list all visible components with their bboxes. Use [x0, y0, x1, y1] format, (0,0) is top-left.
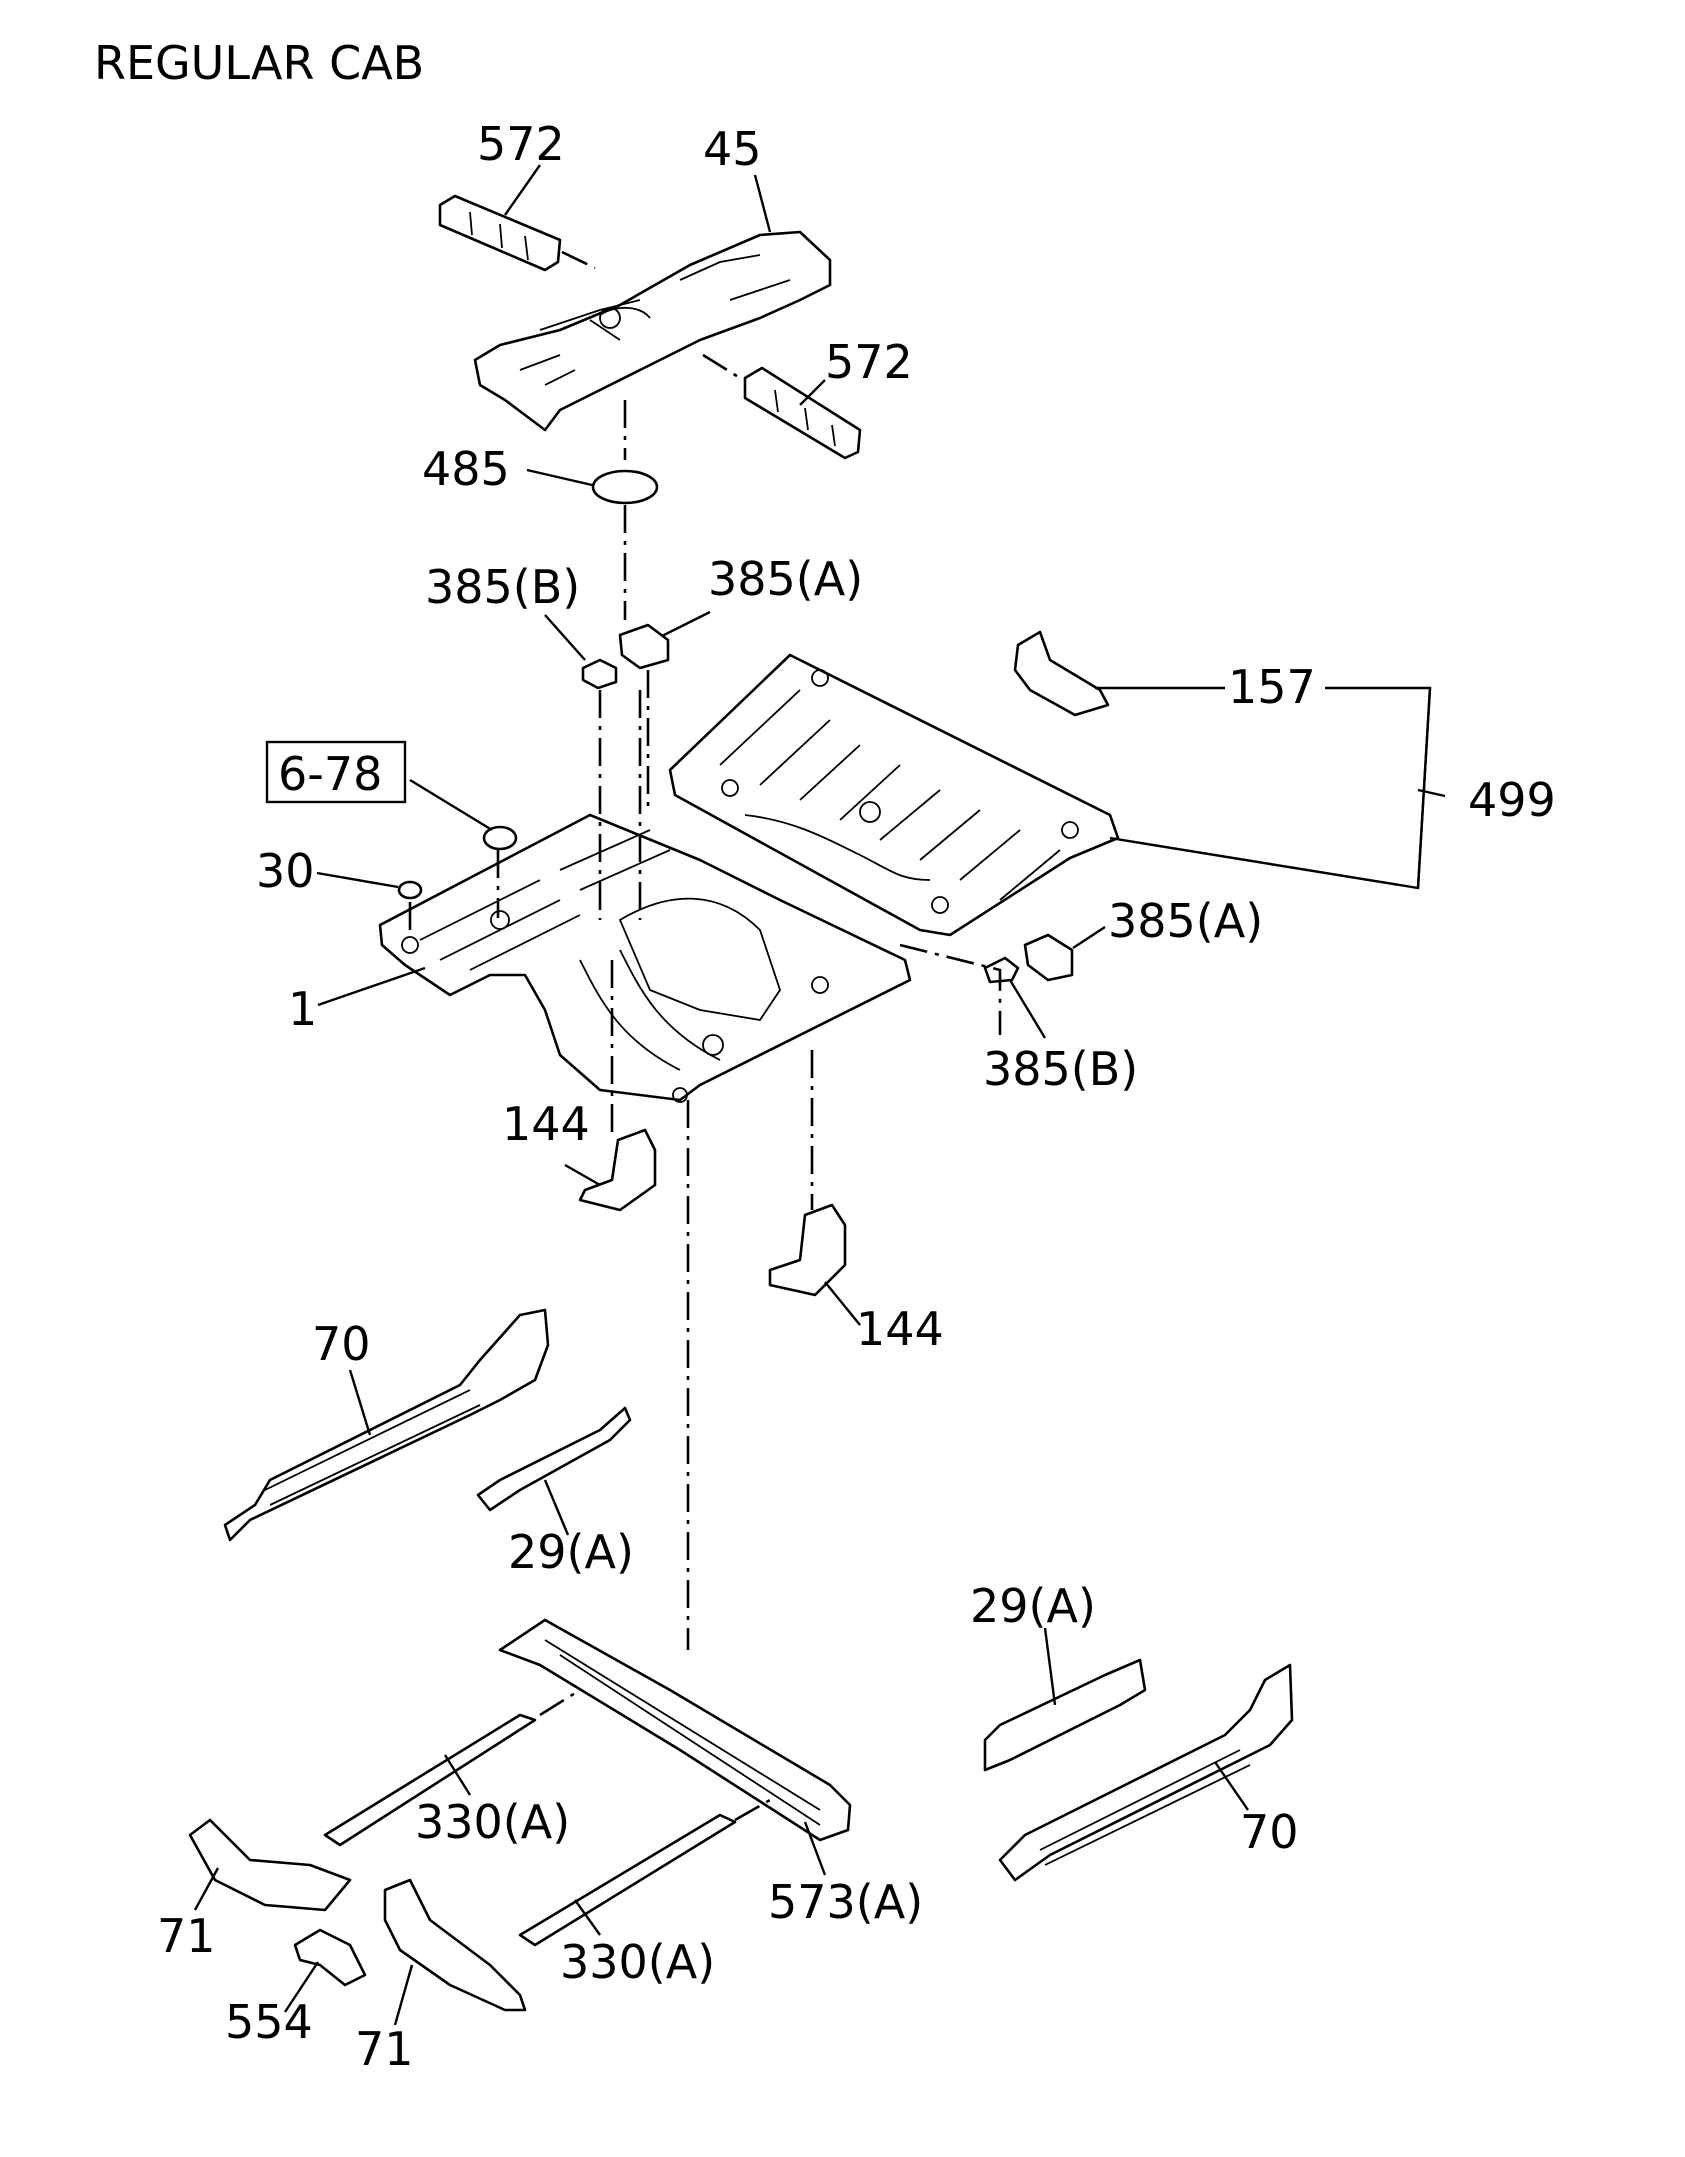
part-499-rear-floor-panel: [668, 653, 1120, 937]
part-330a-upper-rail: [323, 1713, 537, 1847]
label-29a-left: 29(A): [508, 1525, 634, 1579]
label-144-right: 144: [856, 1302, 944, 1356]
label-572-top: 572: [477, 117, 565, 171]
label-6-78: 6-78: [278, 747, 382, 801]
label-572-right: 572: [825, 335, 913, 389]
label-71-left: 71: [157, 1909, 216, 1963]
label-144-left: 144: [502, 1097, 590, 1151]
part-554-bracket: [293, 1928, 367, 1987]
label-499: 499: [1468, 773, 1556, 827]
part-572-right-bracket: [743, 366, 862, 460]
part-144-left-bracket: [578, 1128, 657, 1212]
part-29a-left-bracket: [476, 1406, 632, 1512]
label-330a-lower: 330(A): [560, 1935, 715, 1989]
label-385a-top: 385(A): [708, 552, 863, 606]
part-6-78-grommet: [482, 825, 518, 851]
reference-box-6-78: 6-78: [265, 740, 407, 804]
part-144-right-bracket: [768, 1203, 847, 1297]
part-71-bottom-extension: [383, 1878, 527, 2012]
part-572-left-bracket: [438, 194, 562, 272]
label-29a-right: 29(A): [970, 1579, 1096, 1633]
part-157-bracket: [1013, 630, 1110, 717]
label-45: 45: [703, 122, 762, 176]
label-573a: 573(A): [768, 1875, 923, 1929]
label-554: 554: [225, 1995, 313, 2049]
label-70-left: 70: [312, 1317, 371, 1371]
label-485: 485: [422, 442, 510, 496]
part-29a-right-bracket: [983, 1658, 1147, 1772]
label-1: 1: [288, 982, 317, 1036]
label-70-right: 70: [1240, 1805, 1299, 1859]
label-71-bottom: 71: [355, 2022, 414, 2076]
label-157: 157: [1228, 660, 1316, 714]
label-330a-upper: 330(A): [415, 1795, 570, 1849]
alignment-line-572: [561, 250, 741, 380]
part-30-plug: [397, 880, 423, 900]
part-1-front-floor-panel: [378, 813, 912, 1103]
part-573a-crossmember: [498, 1618, 852, 1842]
diagram-title: REGULAR CAB: [94, 36, 425, 90]
alignment-line-330: [539, 1688, 771, 1822]
alignment-line-385-right: [899, 943, 1002, 1035]
label-385b-top: 385(B): [425, 560, 580, 614]
part-385b-right-bracket: [983, 956, 1020, 984]
part-385a-top-bracket: [618, 623, 670, 670]
label-385a-right: 385(A): [1108, 894, 1263, 948]
part-45-tunnel-panel: [473, 230, 832, 432]
part-330a-lower-rail: [518, 1813, 737, 1947]
part-70-left-rocker: [223, 1308, 550, 1542]
part-70-right-rocker: [998, 1663, 1294, 1882]
leader-lines: [193, 164, 1446, 2026]
label-30: 30: [256, 844, 315, 898]
alignment-line-385-top: [598, 670, 650, 920]
label-385b-right: 385(B): [983, 1042, 1138, 1096]
part-385a-right-bracket: [1023, 933, 1074, 982]
part-71-left-extension: [188, 1818, 352, 1912]
part-485-gasket: [591, 469, 659, 505]
part-385b-top-bracket: [581, 658, 618, 690]
